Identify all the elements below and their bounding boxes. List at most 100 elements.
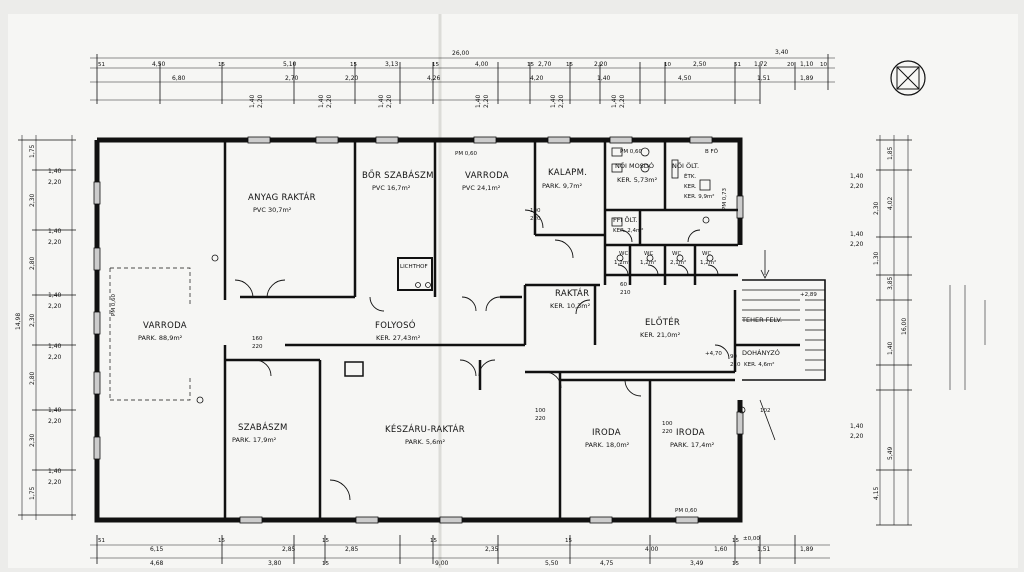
room-kalapm-info: PARK. 9,7m² xyxy=(542,182,583,190)
svg-text:1,51: 1,51 xyxy=(757,546,771,553)
svg-text:1,40: 1,40 xyxy=(48,168,62,175)
svg-text:2,20: 2,20 xyxy=(386,94,393,108)
svg-text:15: 15 xyxy=(430,538,437,544)
svg-text:15: 15 xyxy=(565,538,572,544)
svg-text:1,40: 1,40 xyxy=(48,343,62,350)
svg-text:1,72: 1,72 xyxy=(754,61,768,68)
room-iroda-1-info: PARK. 18,0m² xyxy=(585,441,630,449)
exterior-walls xyxy=(93,136,744,524)
label-pm-right: PM 0,73 xyxy=(722,187,728,210)
svg-text:51: 51 xyxy=(98,62,105,68)
label-wc3-area: 2,1m² xyxy=(670,259,686,266)
svg-text:5,10: 5,10 xyxy=(283,61,297,68)
room-dohanyzo-name: DOHÁNYZÓ xyxy=(742,348,780,357)
svg-text:1,75: 1,75 xyxy=(29,144,36,158)
svg-text:1,40: 1,40 xyxy=(850,173,864,180)
svg-text:220: 220 xyxy=(662,429,673,435)
svg-text:15: 15 xyxy=(218,538,225,544)
room-bor-szabaszm-name: BŐR SZABÁSZM. xyxy=(362,169,437,181)
svg-text:2,80: 2,80 xyxy=(29,371,36,385)
room-noi-mosdo-name: NŐI MOSDÓ xyxy=(615,161,654,170)
svg-text:1,60: 1,60 xyxy=(714,546,728,553)
svg-text:15: 15 xyxy=(432,62,439,68)
svg-text:220: 220 xyxy=(530,216,541,222)
room-iroda-2-info: PARK. 17,4m² xyxy=(670,441,715,449)
interior-walls xyxy=(223,140,800,520)
svg-text:4,15: 4,15 xyxy=(873,486,880,500)
room-noi-mosdo-info: KER. 5,73m² xyxy=(617,176,658,184)
svg-text:4,20: 4,20 xyxy=(530,75,544,82)
svg-text:1,40: 1,40 xyxy=(850,231,864,238)
svg-text:2,85: 2,85 xyxy=(345,546,359,553)
svg-text:3,13: 3,13 xyxy=(385,61,399,68)
right-dimensions: 16,00 1,85 4,02 2,30 1,30 3,85 1,40 5,49… xyxy=(850,135,986,526)
room-anyag-raktar-info: PVC 30,7m² xyxy=(253,206,292,214)
dim-top-total: 26,00 xyxy=(452,50,469,57)
svg-text:100: 100 xyxy=(662,421,673,427)
svg-text:1,40: 1,40 xyxy=(249,94,256,108)
svg-text:220: 220 xyxy=(252,344,263,350)
svg-text:2,20: 2,20 xyxy=(257,94,264,108)
label-bfo: B FŐ xyxy=(705,148,719,155)
room-dohanyzo-info: KER. 4,6m² xyxy=(744,361,775,368)
room-raktar-info: KER. 10,3m² xyxy=(550,302,591,310)
svg-text:15: 15 xyxy=(322,561,329,567)
svg-text:4,75: 4,75 xyxy=(600,560,614,567)
label-level-c: ±0,00 xyxy=(743,536,760,542)
label-pm-left: PM 0,60 xyxy=(111,293,117,316)
top-openings: 1,40 2,20 1,40 2,20 1,40 2,20 1,40 2,20 … xyxy=(249,94,626,108)
dim-top-right: 3,40 xyxy=(775,49,789,56)
label-wc2: WC xyxy=(644,251,653,257)
svg-text:2,20: 2,20 xyxy=(48,354,62,361)
dim-bottom-row2: 4,68 3,80 15 9,00 5,50 4,75 3,49 15 xyxy=(150,560,739,567)
label-level-b: +4,70 xyxy=(705,351,722,357)
svg-text:6,15: 6,15 xyxy=(150,546,164,553)
svg-text:1,40: 1,40 xyxy=(611,94,618,108)
svg-text:1,75: 1,75 xyxy=(29,486,36,500)
svg-text:2,20: 2,20 xyxy=(483,94,490,108)
svg-text:2,20: 2,20 xyxy=(48,479,62,486)
room-iroda-2-name: IRODA xyxy=(676,428,705,438)
room-varroda-left-name: VARRODA xyxy=(143,321,187,331)
svg-text:4,02: 4,02 xyxy=(887,196,894,210)
svg-text:1,40: 1,40 xyxy=(378,94,385,108)
svg-text:1,40: 1,40 xyxy=(850,423,864,430)
room-folyoso-info: KER. 27,43m² xyxy=(376,334,421,342)
svg-text:51: 51 xyxy=(98,538,105,544)
label-pm-top: PM 0,60 xyxy=(455,151,478,157)
room-ffi-olt-name: FFI ÖLT. xyxy=(613,215,638,224)
svg-text:2,80: 2,80 xyxy=(29,256,36,270)
svg-text:2,30: 2,30 xyxy=(29,313,36,327)
svg-text:2,20: 2,20 xyxy=(850,433,864,440)
svg-text:1,10: 1,10 xyxy=(800,61,814,68)
svg-text:90: 90 xyxy=(730,354,737,360)
room-raktar-name: RAKTÁR xyxy=(555,287,589,299)
svg-text:5,50: 5,50 xyxy=(545,560,559,567)
label-lichthof: LICHTHOF xyxy=(400,264,428,270)
top-dimensions: 26,00 3,40 51 4,50 15 5,10 15 3,13 15 4,… xyxy=(90,49,835,108)
svg-text:2,20: 2,20 xyxy=(326,94,333,108)
label-wc1-area: 1,2m² xyxy=(614,259,630,266)
left-dimensions: 14,98 1,75 2,30 2,80 2,30 2,80 2,30 1,75… xyxy=(15,135,76,520)
doors xyxy=(234,209,730,501)
room-kalapm-name: KALAPM. xyxy=(548,168,587,178)
room-szabaszm-info: PARK. 17,9m² xyxy=(232,436,277,444)
svg-text:15: 15 xyxy=(732,561,739,567)
svg-text:3,85: 3,85 xyxy=(887,276,894,290)
svg-text:1,89: 1,89 xyxy=(800,75,814,82)
label-etk: ÉTK. xyxy=(684,172,696,180)
svg-text:2,20: 2,20 xyxy=(594,61,608,68)
svg-text:1,40: 1,40 xyxy=(48,292,62,299)
label-level-a: +2,89 xyxy=(800,292,817,298)
north-symbol xyxy=(890,60,926,96)
svg-text:100: 100 xyxy=(530,208,541,214)
svg-text:15: 15 xyxy=(566,62,573,68)
svg-text:2,30: 2,30 xyxy=(873,201,880,215)
svg-text:1,40: 1,40 xyxy=(550,94,557,108)
label-wc2-area: 1,2m² xyxy=(640,259,656,266)
svg-text:3,80: 3,80 xyxy=(268,560,282,567)
label-wc1: WC xyxy=(619,251,628,257)
svg-text:2,20: 2,20 xyxy=(345,75,359,82)
room-eloter-name: ELŐTÉR xyxy=(645,316,680,328)
svg-text:1,30: 1,30 xyxy=(873,251,880,265)
